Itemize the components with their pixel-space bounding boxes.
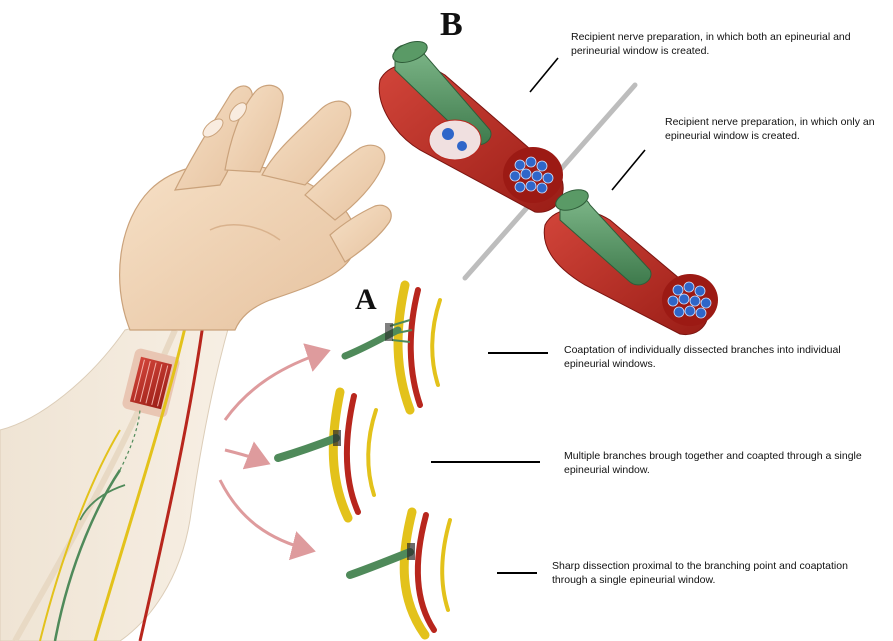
panel-label-a: A [355,285,377,315]
pointer-line-b-top [530,58,558,92]
panel-label-b: B [440,8,463,42]
pointer-line-b-bottom [612,150,645,190]
caption-a-2: Multiple branches brough together and co… [564,449,882,478]
caption-b-top: Recipient nerve preparation, in which bo… [571,30,883,59]
nerve-cross-section-top [379,37,563,212]
curved-arrow-3 [220,480,310,550]
coaptation-illustration-2 [278,392,376,518]
curved-arrow-1 [225,352,325,420]
curved-arrow-2 [225,450,265,462]
caption-a-1: Coaptation of individually dissected bra… [564,343,876,372]
forearm [0,305,235,641]
caption-b-bottom: Recipient nerve preparation, in which on… [665,115,887,144]
nerve-cross-section-bottom [544,186,718,335]
hand-illustration [120,85,392,330]
coaptation-illustration-3 [350,512,450,635]
caption-a-3: Sharp dissection proximal to the branchi… [552,559,886,588]
